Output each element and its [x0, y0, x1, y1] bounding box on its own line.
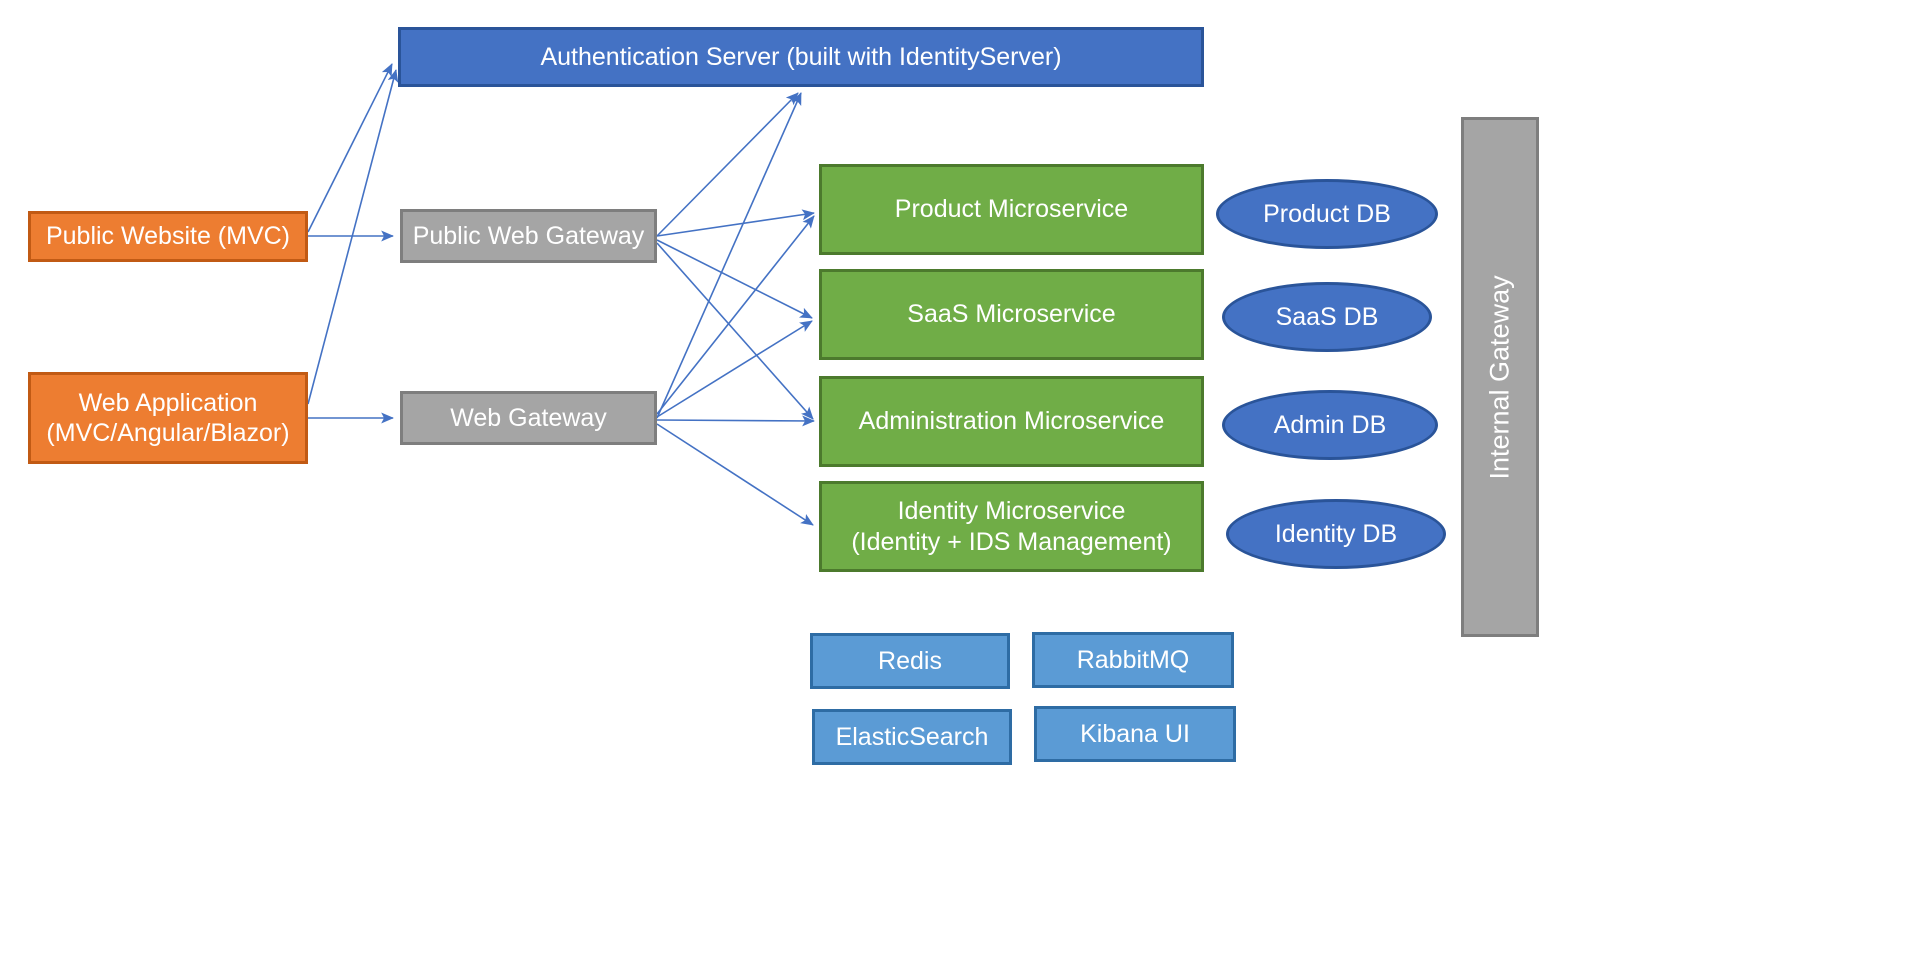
auth-server-label: Authentication Server (built with Identi… [540, 42, 1062, 71]
infra-kibana-ui[interactable]: Kibana UI [1034, 706, 1236, 762]
service-product[interactable]: Product Microservice [819, 164, 1204, 255]
service-saas[interactable]: SaaS Microservice [819, 269, 1204, 360]
database-saas-label: SaaS DB [1275, 302, 1379, 331]
client-public-website[interactable]: Public Website (MVC) [28, 211, 308, 262]
wire-webgw-to-product [656, 215, 815, 415]
auth-server-box[interactable]: Authentication Server (built with Identi… [398, 27, 1204, 87]
wire-webgw-to-admin [656, 415, 815, 427]
wire-webgw-to-identity [656, 423, 814, 526]
wire-publicgw-to-saas [656, 239, 813, 319]
wire-webgw-to-auth [656, 92, 802, 419]
infra-redis-label: Redis [878, 646, 942, 675]
gateway-public-web-label: Public Web Gateway [412, 221, 645, 250]
internal-gateway-label: Internal Gateway [1484, 274, 1515, 480]
wire-publicgw-to-auth [656, 92, 799, 237]
service-identity-sublabel: (Identity + IDS Management) [851, 527, 1172, 556]
database-admin[interactable]: Admin DB [1222, 390, 1438, 460]
service-administration-label: Administration Microservice [858, 407, 1165, 436]
database-product[interactable]: Product DB [1216, 179, 1438, 249]
internal-gateway-bar[interactable]: Internal Gateway [1461, 117, 1539, 637]
service-administration[interactable]: Administration Microservice [819, 376, 1204, 467]
database-identity[interactable]: Identity DB [1226, 499, 1446, 569]
client-web-application-sublabel: (MVC/Angular/Blazor) [46, 419, 290, 447]
infra-elasticsearch[interactable]: ElasticSearch [812, 709, 1012, 765]
wire-publicgw-to-admin [656, 242, 814, 420]
service-saas-label: SaaS Microservice [907, 300, 1116, 329]
infra-elasticsearch-label: ElasticSearch [835, 722, 989, 751]
wire-publicsite-to-auth [307, 63, 393, 233]
gateway-web-label: Web Gateway [450, 403, 607, 432]
database-admin-label: Admin DB [1273, 410, 1387, 439]
gateway-public-web[interactable]: Public Web Gateway [400, 209, 657, 263]
client-public-website-label: Public Website (MVC) [45, 222, 291, 251]
database-identity-label: Identity DB [1274, 519, 1398, 548]
infra-kibana-ui-label: Kibana UI [1080, 719, 1190, 748]
database-product-label: Product DB [1263, 199, 1391, 228]
client-web-application-label: Web Application [78, 388, 258, 417]
infra-redis[interactable]: Redis [810, 633, 1010, 689]
wire-publicgw-to-product [656, 209, 815, 237]
service-identity[interactable]: Identity Microservice (Identity + IDS Ma… [819, 481, 1204, 572]
database-saas[interactable]: SaaS DB [1222, 282, 1432, 352]
service-product-label: Product Microservice [894, 195, 1129, 224]
client-web-application[interactable]: Web Application (MVC/Angular/Blazor) [28, 372, 308, 464]
gateway-web[interactable]: Web Gateway [400, 391, 657, 445]
infra-rabbitmq-label: RabbitMQ [1076, 645, 1190, 674]
wire-webgw-to-saas [656, 320, 813, 418]
infra-rabbitmq[interactable]: RabbitMQ [1032, 632, 1234, 688]
service-identity-label: Identity Microservice [897, 497, 1126, 525]
wire-webapp-to-auth [307, 69, 399, 405]
